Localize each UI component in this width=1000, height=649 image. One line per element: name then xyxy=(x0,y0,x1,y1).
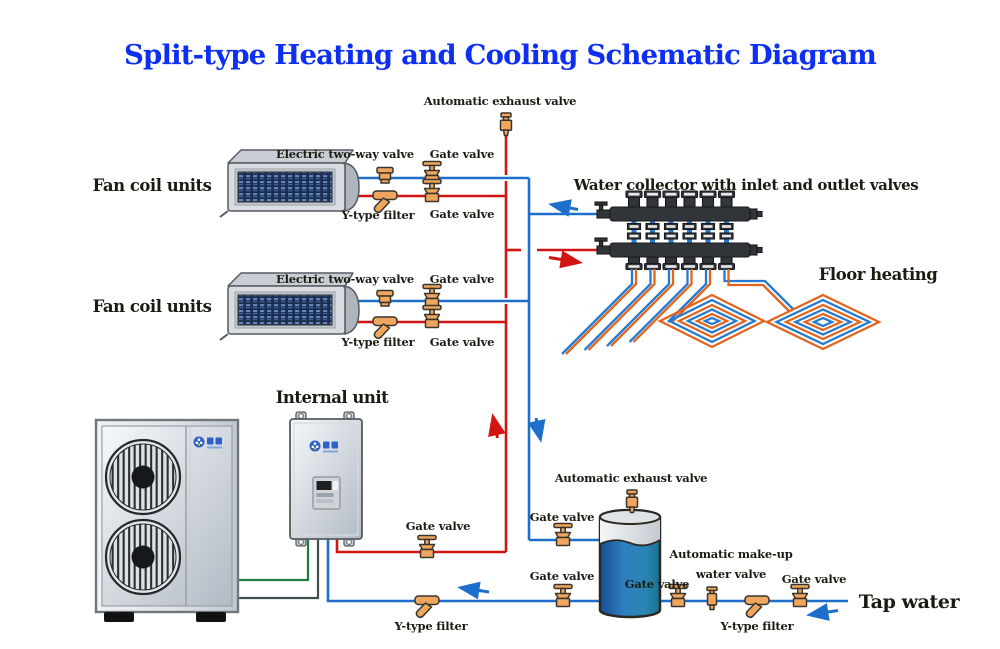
buffer-tank xyxy=(598,508,662,619)
label-tap-water: Tap water xyxy=(859,591,961,613)
flow-arrow xyxy=(548,250,583,269)
label-automatic-exhaust-valve: Automatic exhaust valve xyxy=(423,94,577,108)
y-type-filter-icon xyxy=(414,595,440,619)
label-floor-heating: Floor heating xyxy=(819,265,939,284)
signal-lines xyxy=(236,539,320,600)
label-gate-valve: Gate valve xyxy=(430,147,494,161)
water-collector-manifold xyxy=(594,190,763,271)
label-automatic-exhaust-valve: Automatic exhaust valve xyxy=(554,471,708,485)
electric-two-way-valve-icon xyxy=(376,166,394,184)
label-fan-coil-units: Fan coil units xyxy=(93,297,212,316)
label-fan-coil-units: Fan coil units xyxy=(93,176,212,195)
manifold-inlet-valve-icon xyxy=(594,201,611,219)
label-gate-valve: Gate valve xyxy=(782,572,846,586)
automatic-exhaust-valve-icon xyxy=(499,112,513,137)
internal-unit-box xyxy=(289,411,363,547)
flow-arrow xyxy=(488,413,506,439)
electric-two-way-valve-icon xyxy=(376,289,394,307)
page-title: Split-type Heating and Cooling Schematic… xyxy=(124,39,877,71)
label-y-type-filter: Y-type filter xyxy=(394,619,469,633)
label-gate-valve: Gate valve xyxy=(430,207,494,221)
brand-logo-icon xyxy=(193,436,222,449)
flow-arrow xyxy=(457,581,490,600)
label-water-collector: Water collector with inlet and outlet va… xyxy=(573,176,919,194)
gate-valve-icon xyxy=(422,178,442,203)
label-gate-valve: Gate valve xyxy=(406,519,470,533)
gate-valve-icon xyxy=(422,304,442,329)
label-automatic-makeup-2: water valve xyxy=(695,567,766,581)
label-gate-valve: Gate valve xyxy=(530,569,594,583)
flow-arrow xyxy=(548,199,579,217)
label-electric-two-way-valve: Electric two-way valve xyxy=(276,147,414,161)
outdoor-unit xyxy=(94,418,240,622)
gate-valve-icon xyxy=(553,583,573,608)
label-y-type-filter: Y-type filter xyxy=(341,208,416,222)
label-gate-valve: Gate valve xyxy=(430,272,494,286)
label-gate-valve: Gate valve xyxy=(625,577,689,591)
label-electric-two-way-valve: Electric two-way valve xyxy=(276,272,414,286)
control-panel xyxy=(312,476,341,510)
floor-heating-loop xyxy=(561,269,882,355)
flow-arrow xyxy=(527,417,546,443)
fan-icon xyxy=(104,438,182,516)
gate-valve-icon xyxy=(553,522,573,547)
y-type-filter-icon xyxy=(744,595,770,619)
gate-valve-icon xyxy=(417,534,437,559)
gate-valve-icon xyxy=(790,583,810,608)
automatic-makeup-valve-icon xyxy=(706,586,718,611)
brand-logo-icon xyxy=(309,440,338,453)
fan-icon xyxy=(104,518,182,596)
flow-arrows xyxy=(457,199,839,621)
cold-water-pipes xyxy=(326,176,848,603)
manifold-inlet-valve-icon xyxy=(594,237,611,255)
flow-arrow xyxy=(806,603,839,621)
gate-valve-icon xyxy=(422,283,442,308)
label-internal-unit: Internal unit xyxy=(276,388,389,407)
label-y-type-filter: Y-type filter xyxy=(341,335,416,349)
label-automatic-makeup-1: Automatic make-up xyxy=(668,547,792,561)
label-gate-valve: Gate valve xyxy=(530,510,594,524)
label-gate-valve: Gate valve xyxy=(430,335,494,349)
label-y-type-filter: Y-type filter xyxy=(720,619,795,633)
